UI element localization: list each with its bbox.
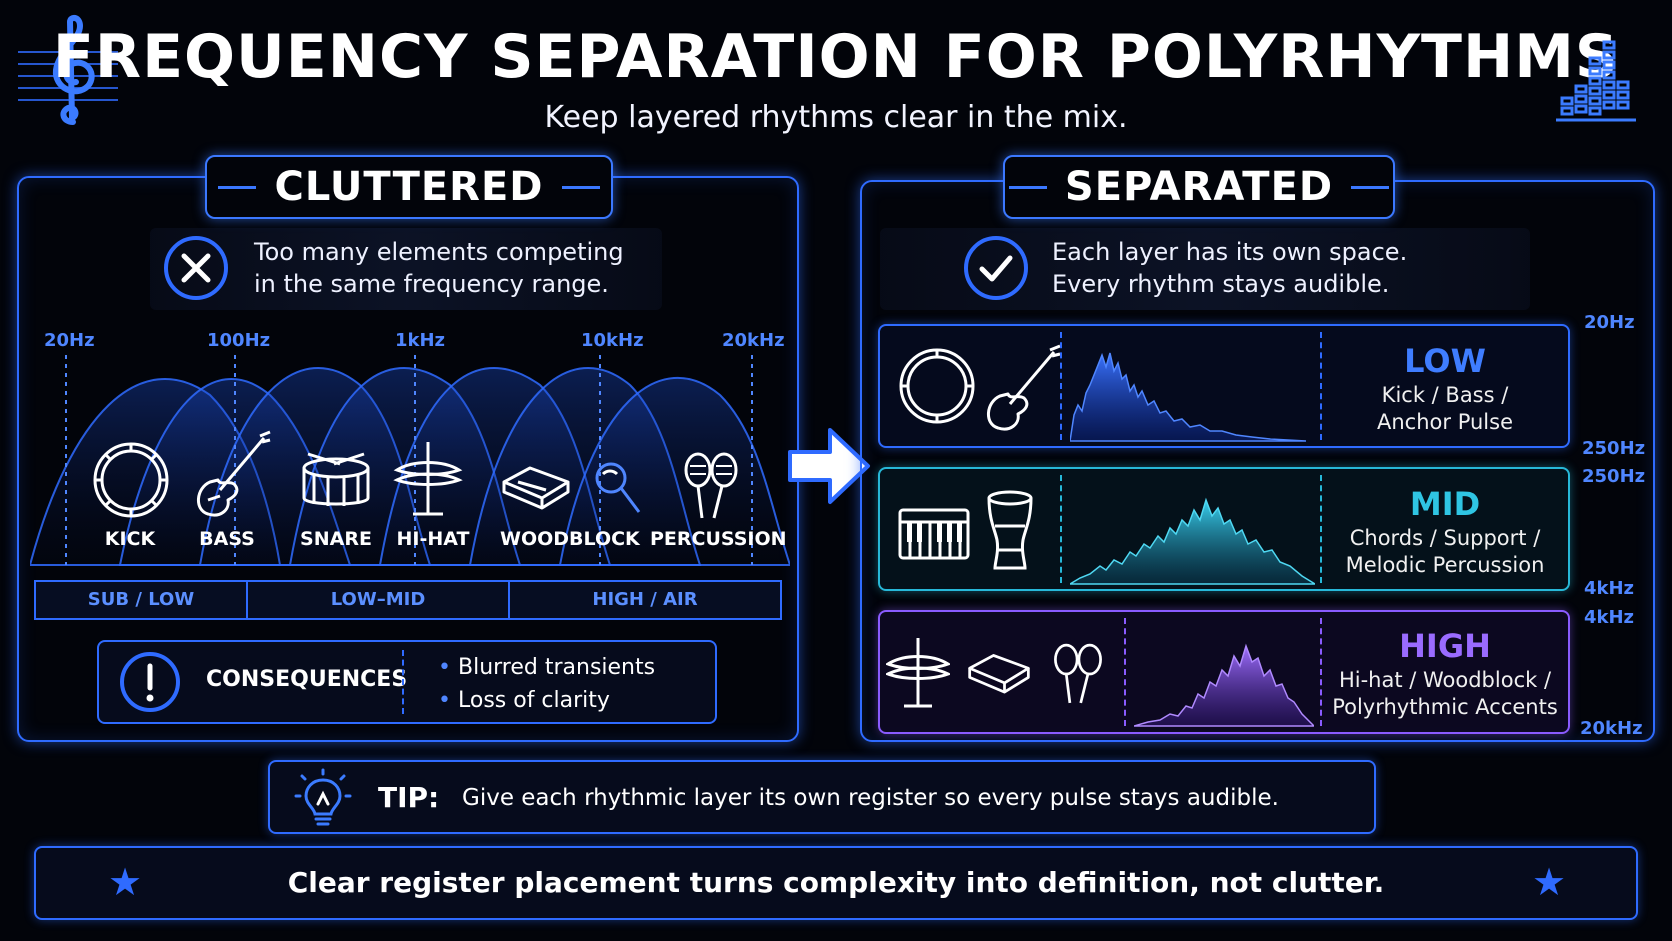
- band-low-mid: LOW–MID: [248, 582, 510, 618]
- bass-guitar-icon: [197, 430, 271, 517]
- consequences-divider: [402, 650, 404, 714]
- row-divider: [1320, 475, 1322, 583]
- frequency-band-bar: SUB / LOW LOW–MID HIGH / AIR: [34, 580, 782, 620]
- row-divider: [1060, 475, 1062, 583]
- row-divider: [1124, 618, 1126, 726]
- footer-box: [34, 846, 1638, 920]
- freq-marker-20hz: 20Hz: [44, 330, 95, 351]
- keyboard-icon: [898, 508, 970, 560]
- range-bottom-high: 20kHz: [1580, 718, 1643, 739]
- treble-clef-icon: [18, 14, 118, 125]
- spectrum-low: [1070, 352, 1306, 442]
- separated-heading-tag: SEPARATED: [1003, 155, 1395, 219]
- consequences-label: CONSEQUENCES: [206, 667, 408, 692]
- list-item: • Loss of clarity: [438, 688, 610, 713]
- bass-guitar-icon: [987, 344, 1061, 431]
- lightbulb-icon: [294, 768, 352, 826]
- shaker-icon: [595, 462, 641, 513]
- page-title: FREQUENCY SEPARATION FOR POLYRHYTHMS: [52, 22, 1620, 92]
- woodblock-icon: [968, 654, 1030, 694]
- range-bottom-low: 250Hz: [1582, 438, 1646, 459]
- freq-marker-10khz: 10kHz: [581, 330, 644, 351]
- range-bottom-mid: 4kHz: [1584, 578, 1635, 599]
- register-title-mid: MID: [1409, 485, 1481, 523]
- freq-marker-20khz: 20kHz: [722, 330, 785, 351]
- star-icon: ★: [108, 860, 143, 904]
- page-subtitle: Keep layered rhythms clear in the mix.: [544, 100, 1128, 135]
- kick-drum-icon: [899, 348, 975, 424]
- cluttered-message-box: [150, 228, 662, 310]
- row-divider: [1060, 332, 1062, 440]
- band-sub-low: SUB / LOW: [36, 582, 248, 618]
- spectrum-high: [1134, 643, 1314, 727]
- register-desc-mid: Chords / Support / Melodic Percussion: [1345, 526, 1545, 577]
- range-top-high: 4kHz: [1584, 607, 1635, 628]
- spectrum-mid: [1070, 497, 1315, 585]
- cluttered-heading: CLUTTERED: [274, 164, 544, 210]
- band-high-air: HIGH / AIR: [592, 589, 698, 610]
- instrument-label-snare: SNARE: [300, 528, 372, 550]
- instrument-label-hi-hat: HI-HAT: [396, 528, 470, 550]
- instrument-label-kick: KICK: [104, 528, 156, 550]
- tip-box: [268, 760, 1376, 834]
- tip-text: Give each rhythmic layer its own registe…: [462, 785, 1279, 811]
- exclamation-circle-icon: [120, 652, 180, 712]
- kick-drum-icon: [93, 442, 169, 518]
- x-circle-icon: [164, 236, 228, 300]
- register-desc-low: Kick / Bass / Anchor Pulse: [1377, 383, 1513, 434]
- row-divider: [1320, 332, 1322, 440]
- cluttered-message: Too many elements competing in the same …: [254, 238, 624, 298]
- register-title-low: LOW: [1404, 342, 1486, 380]
- snare-drum-icon: [302, 452, 370, 506]
- equalizer-icon: [1556, 40, 1636, 122]
- tip-label: TIP:: [378, 781, 440, 814]
- check-circle-icon: [964, 236, 1028, 300]
- consequences-box: [97, 640, 717, 724]
- list-item: • Blurred transients: [438, 655, 656, 680]
- woodblock-icon: [502, 466, 570, 510]
- hi-hat-icon: [886, 638, 950, 708]
- range-top-low: 20Hz: [1584, 312, 1635, 333]
- freq-marker-1khz: 1kHz: [395, 330, 446, 351]
- instrument-label-woodblock: WOODBLOCK: [500, 528, 640, 550]
- separated-message: Each layer has its own space. Every rhyt…: [1052, 238, 1408, 298]
- row-divider: [1320, 618, 1322, 726]
- instrument-label-bass: BASS: [199, 528, 255, 550]
- consequences-list: • Blurred transients • Loss of clarity: [438, 651, 655, 717]
- conga-drum-icon: [987, 490, 1033, 570]
- register-desc-high: Hi-hat / Woodblock / Polyrhythmic Accent…: [1332, 668, 1558, 719]
- instrument-label-percussion: PERCUSSION: [650, 528, 787, 550]
- right-arrow-icon: [788, 428, 870, 504]
- range-top-mid: 250Hz: [1582, 466, 1646, 487]
- freq-marker-100hz: 100Hz: [207, 330, 271, 351]
- maracas-icon: [1054, 643, 1102, 704]
- star-icon: ★: [1532, 860, 1567, 904]
- separated-heading: SEPARATED: [1064, 164, 1334, 210]
- footer-text: Clear register placement turns complexit…: [287, 866, 1385, 899]
- maracas-icon: [684, 452, 738, 519]
- hi-hat-icon: [393, 442, 463, 516]
- cluttered-heading-tag: CLUTTERED: [205, 155, 613, 219]
- register-title-high: HIGH: [1399, 627, 1491, 665]
